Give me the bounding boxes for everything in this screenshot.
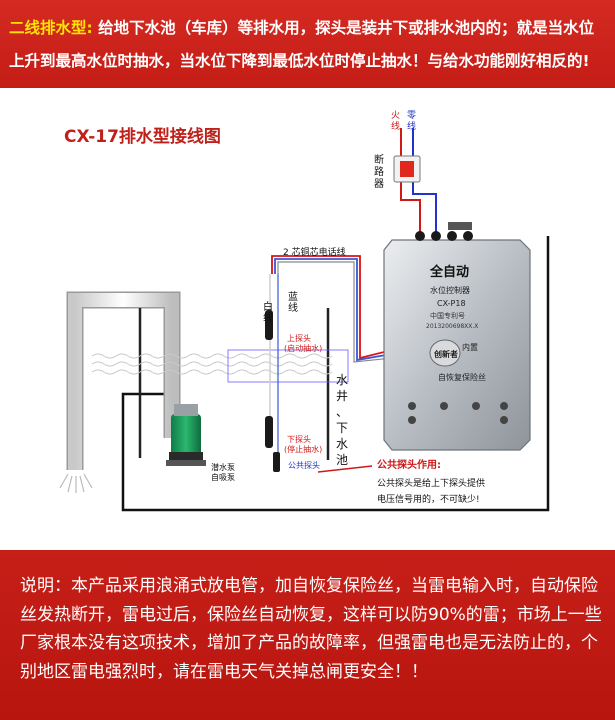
water-surface bbox=[91, 353, 333, 375]
callout-line-2: 电压信号用的，不可缺少! bbox=[377, 493, 480, 505]
top-banner-line-2: 上升到最高水位时抽水，当水位下降到最低水位时停止抽水！与给水功能刚好相反的! bbox=[9, 52, 590, 70]
controller-patent-no: 2013200698XX.X bbox=[426, 323, 478, 330]
white-wire-label: 白线 bbox=[263, 300, 273, 324]
controller-feature-right: 自恢复保险丝 bbox=[438, 372, 486, 382]
cable-white bbox=[277, 261, 393, 363]
water-pipe bbox=[66, 291, 181, 470]
callout-line-1: 公共探头是给上下探头提供 bbox=[377, 477, 485, 489]
pump-label-2: 自吸泵 bbox=[211, 472, 235, 482]
common-loop-wire bbox=[121, 236, 550, 512]
upper-probe-note: (启动抽水) bbox=[284, 343, 322, 353]
breaker-icon bbox=[393, 155, 421, 183]
top-banner-highlight: 二线排水型: bbox=[9, 19, 93, 37]
common-probe-icon bbox=[273, 452, 280, 472]
lower-probe-icon bbox=[265, 416, 273, 448]
top-banner-line-1: 二线排水型: 给地下水池（车库）等排水用，探头是装井下或排水池内的；就是当水位 bbox=[9, 13, 609, 43]
diagram-title: CX-17排水型接线图 bbox=[64, 127, 221, 147]
controller-logo: 创新者 bbox=[433, 349, 458, 359]
water-spray bbox=[59, 473, 93, 493]
diagram-area: CX-17排水型接线图 bbox=[0, 88, 615, 550]
live-wire bbox=[400, 128, 421, 236]
bottom-banner: 说明：本产品采用浪涌式放电管，加自恢复保险丝，当雷电输入时，自动保险丝发热断开，… bbox=[0, 550, 615, 720]
pump-icon bbox=[166, 404, 206, 466]
lower-probe-note: (停止抽水) bbox=[284, 444, 322, 454]
upper-probe-label: 上探头 bbox=[287, 333, 311, 343]
callout-arrow bbox=[317, 465, 373, 473]
live-wire-label: 火线 bbox=[391, 110, 400, 132]
callout-title: 公共探头作用: bbox=[377, 458, 441, 471]
wiring-diagram: 潜水泵 自吸泵 2 芯铜芯电话线 白线 蓝线 上探头 (启动抽水) 下探头 (停… bbox=[59, 110, 550, 512]
controller-patent: 中国专利号 bbox=[430, 311, 465, 320]
controller-feature-left: 内置 bbox=[462, 342, 478, 352]
neutral-wire bbox=[412, 128, 437, 236]
upper-probe-icon bbox=[265, 310, 273, 340]
lower-probe-label: 下探头 bbox=[287, 434, 311, 444]
water-level-marker bbox=[227, 349, 349, 383]
cable-label: 2 芯铜芯电话线 bbox=[283, 246, 346, 258]
controller-name: 水位控制器 bbox=[430, 285, 470, 295]
cable-red bbox=[271, 255, 393, 360]
cable-blue bbox=[274, 258, 393, 362]
breaker-label: 断路器 bbox=[374, 153, 384, 190]
neutral-wire-label: 零线 bbox=[407, 110, 416, 132]
blue-wire-label: 蓝线 bbox=[288, 291, 298, 314]
controller-box bbox=[383, 222, 531, 451]
top-banner-text-1: 给地下水池（车库）等排水用，探头是装井下或排水池内的；就是当水位 bbox=[98, 19, 595, 37]
controller-brand: 全自动 bbox=[429, 264, 469, 280]
well-walls bbox=[138, 308, 330, 460]
bottom-banner-text: 说明：本产品采用浪涌式放电管，加自恢复保险丝，当雷电输入时，自动保险丝发热断开，… bbox=[20, 576, 602, 682]
controller-model: CX-P18 bbox=[437, 299, 466, 308]
top-banner: 二线排水型: 给地下水池（车库）等排水用，探头是装井下或排水池内的；就是当水位 … bbox=[0, 0, 615, 88]
common-probe-label: 公共探头 bbox=[288, 460, 320, 470]
pump-label-1: 潜水泵 bbox=[211, 462, 235, 472]
well-label: 水井、下水池 bbox=[336, 373, 348, 467]
